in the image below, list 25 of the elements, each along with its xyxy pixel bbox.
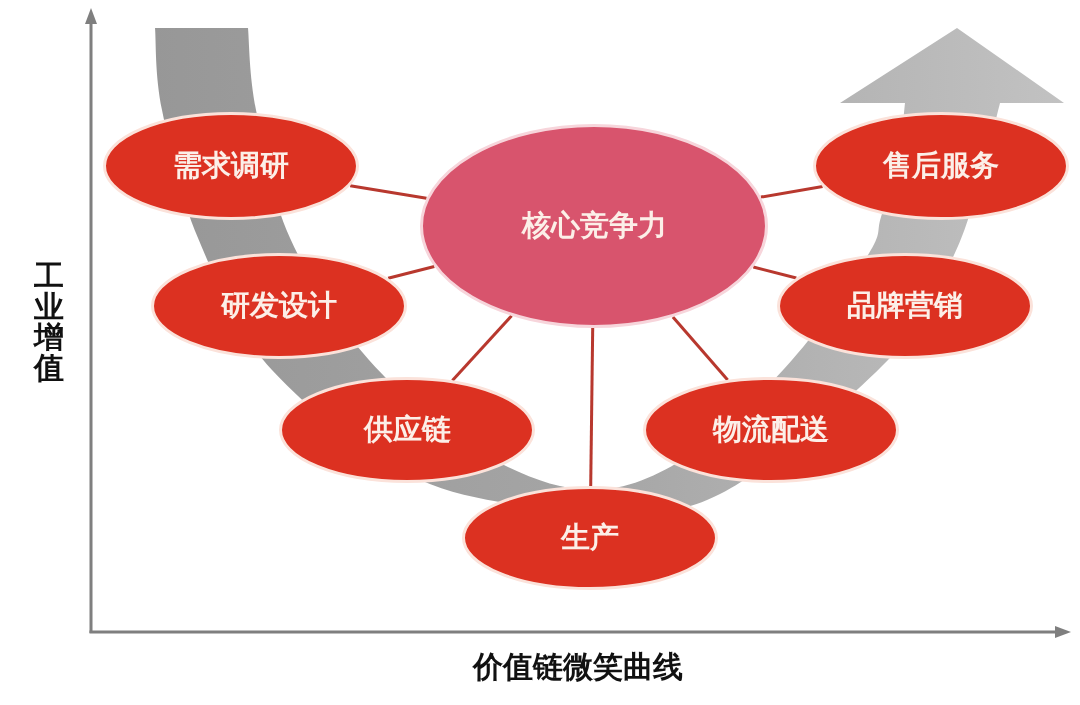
node-label: 需求调研 xyxy=(173,150,289,182)
node-label: 生产 xyxy=(561,522,619,554)
node-label: 核心竞争力 xyxy=(521,210,667,242)
axis-label: 工业增值 xyxy=(33,260,65,384)
node-label: 供应链 xyxy=(363,414,451,446)
node-label: 售后服务 xyxy=(883,150,999,182)
axis-label: 价值链微笑曲线 xyxy=(473,652,683,682)
connector-line xyxy=(349,184,427,200)
node-label: 物流配送 xyxy=(713,414,829,446)
stage-ellipse xyxy=(151,253,407,359)
connector-line xyxy=(760,185,823,199)
connector-line xyxy=(451,314,513,382)
stage-ellipse xyxy=(279,377,535,483)
core-ellipse xyxy=(420,124,768,328)
connector-line xyxy=(671,315,729,382)
connector-line xyxy=(752,265,797,280)
stage-ellipse xyxy=(103,112,359,220)
stage-ellipse xyxy=(813,112,1069,220)
connector-line xyxy=(387,265,435,280)
connector-line xyxy=(589,327,595,487)
node-label: 品牌营销 xyxy=(847,290,963,322)
stage-ellipse xyxy=(643,377,899,483)
node-label: 研发设计 xyxy=(221,290,337,322)
stage-ellipse xyxy=(777,253,1033,359)
stage-ellipse xyxy=(462,486,718,590)
